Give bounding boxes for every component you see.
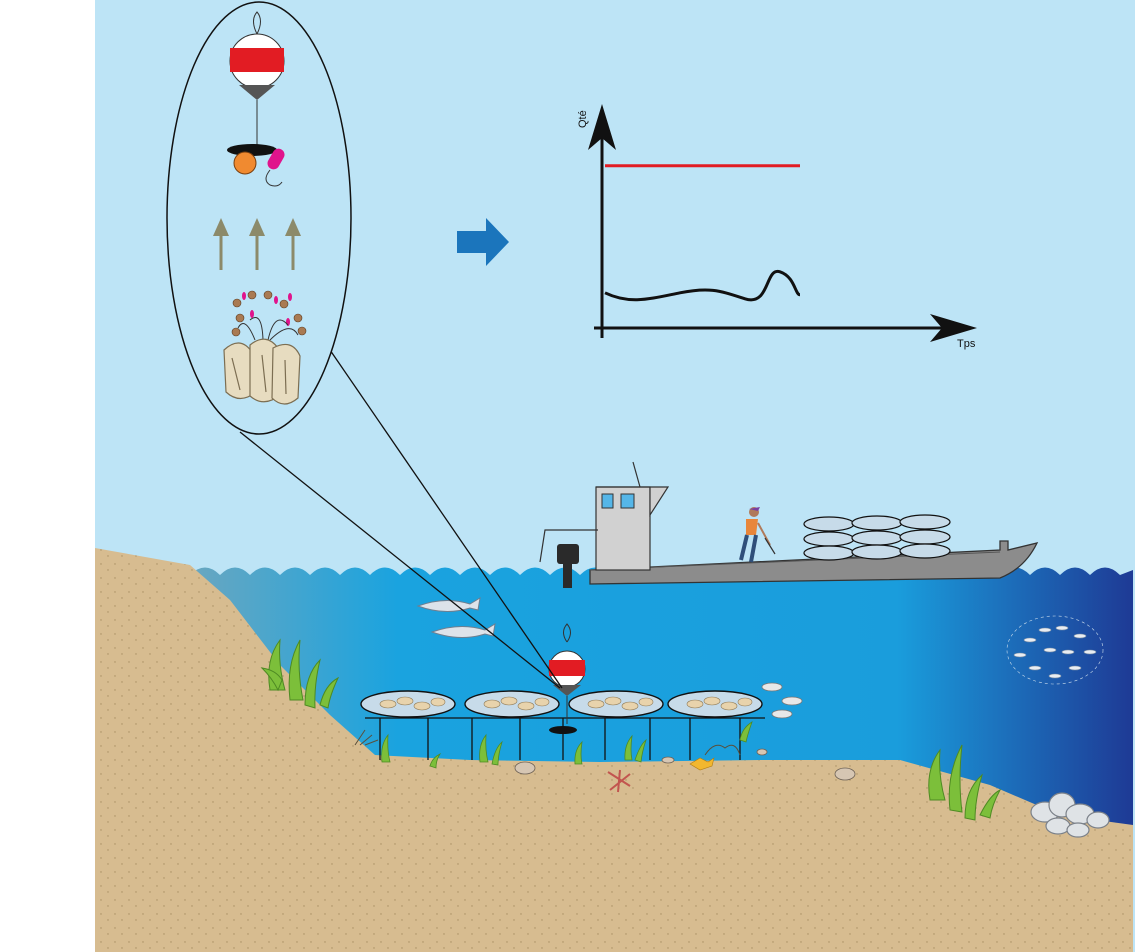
starfish-icon <box>689 757 715 771</box>
boat-cabin-roof <box>596 486 670 518</box>
worker-icon <box>739 507 776 563</box>
boat-hull <box>589 540 1039 585</box>
boat-window <box>601 493 614 509</box>
boat-window <box>620 493 635 509</box>
boat-mast <box>632 461 641 488</box>
crab-icon <box>514 748 856 781</box>
larvae-release-icon <box>231 290 307 341</box>
fish-icon <box>416 597 496 638</box>
x-axis-arrowhead <box>930 314 977 342</box>
buoy-icon <box>548 623 586 724</box>
outboard-motor-icon <box>557 544 579 588</box>
oyster-icon <box>379 696 753 711</box>
oyster-cluster-icon <box>1030 792 1110 838</box>
coral-icon <box>354 729 741 756</box>
boat <box>539 461 1039 588</box>
sensor-icon <box>227 144 285 187</box>
fish-icon <box>761 682 803 719</box>
quantity-over-time-graph: Qté Tps <box>577 104 977 350</box>
y-axis-label: Qté <box>577 110 589 128</box>
up-arrow-icon <box>213 218 301 270</box>
buoy-icon <box>229 11 285 145</box>
oyster-cluster-icon <box>223 338 301 405</box>
starfish-icon <box>607 769 631 793</box>
seaweed-icon <box>928 744 1002 821</box>
oyster-bags-on-deck <box>803 514 951 561</box>
sensor-disk <box>549 726 577 734</box>
x-axis-label: Tps <box>957 338 976 350</box>
seaweed-icon <box>381 721 753 769</box>
boat-rail <box>539 529 598 563</box>
y-axis-arrowhead <box>588 104 616 150</box>
seabed-sand <box>95 548 1133 952</box>
seaweed-icon <box>260 638 340 709</box>
zoom-bubble <box>166 1 352 435</box>
right-arrow-icon <box>457 218 509 266</box>
zoom-line <box>329 349 563 689</box>
zoom-line <box>239 431 561 689</box>
series-line-wavy <box>604 270 801 302</box>
fish-school-icon <box>1006 615 1104 685</box>
